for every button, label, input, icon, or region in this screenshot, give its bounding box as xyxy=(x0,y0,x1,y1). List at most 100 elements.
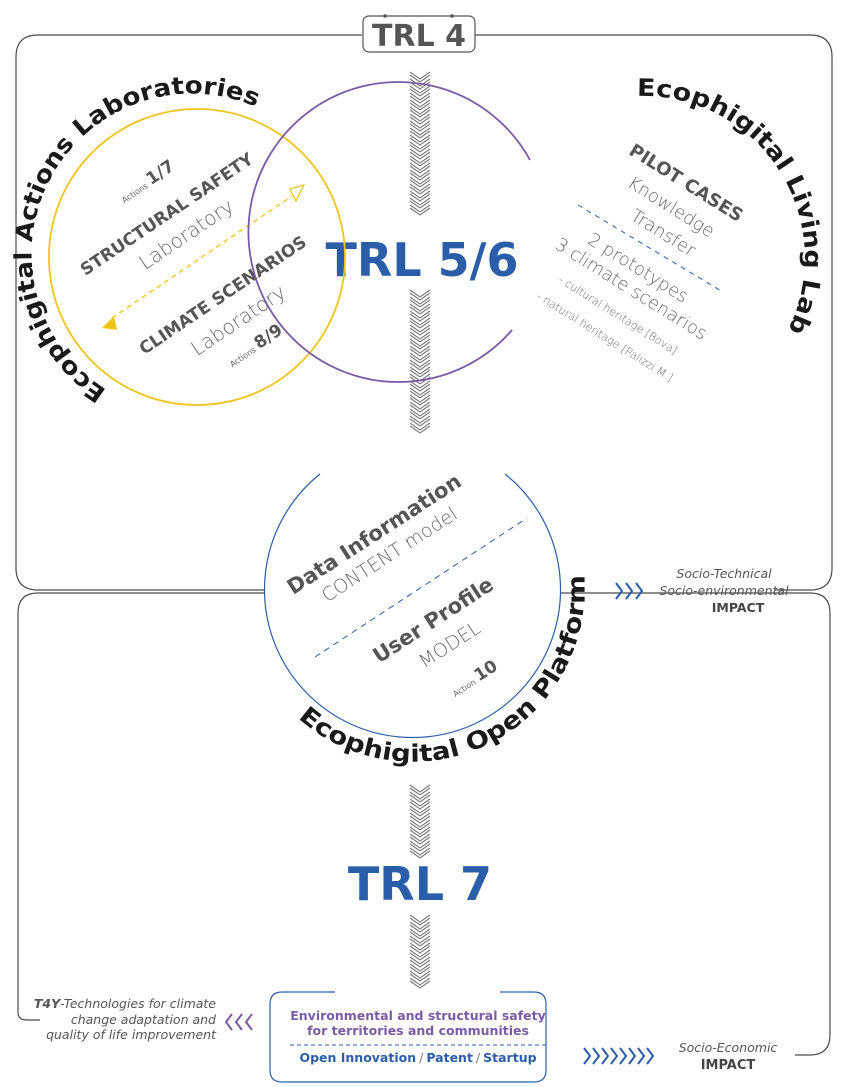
chevron-down-icon xyxy=(409,92,431,101)
chevron-down-icon xyxy=(409,127,431,136)
chevron-down-icon xyxy=(409,380,431,389)
chevron-down-icon xyxy=(409,415,431,424)
chevron-down-icon xyxy=(409,102,431,111)
chevron-down-icon xyxy=(409,791,431,800)
trl56-label: TRL 5/6 xyxy=(326,233,519,287)
chevron-down-icon xyxy=(409,113,431,122)
outcome-line1: Environmental and structural safety xyxy=(290,1008,546,1023)
impact-line2: Socio-environmental xyxy=(659,583,789,598)
chevron-down-icon xyxy=(409,418,431,427)
impact-economic-line1: Socio-Economic xyxy=(679,1040,778,1055)
chevron-down-icon xyxy=(409,942,431,951)
chevron-down-icon xyxy=(409,352,431,361)
chevron-down-icon xyxy=(409,71,431,80)
chevron-down-icon xyxy=(409,383,431,392)
chevron-down-icon xyxy=(409,963,431,972)
t4y-note: T4Y-Technologies for climate change adap… xyxy=(34,996,253,1042)
chevron-down-icon xyxy=(409,366,431,375)
chevron-down-icon xyxy=(409,313,431,322)
t4y-line3: quality of life improvement xyxy=(46,1027,217,1042)
blue-circle xyxy=(263,473,562,739)
chevron-down-icon xyxy=(409,822,431,831)
chevron-down-icon xyxy=(409,425,431,434)
chevron-down-icon xyxy=(409,183,431,192)
chevron-down-icon xyxy=(409,207,431,216)
chevron-down-icon xyxy=(409,341,431,350)
chevron-down-icon xyxy=(409,320,431,329)
chevron-down-icon xyxy=(409,141,431,150)
dashed-connector xyxy=(111,195,293,319)
blue-chevrons-right xyxy=(615,582,644,600)
chevron-right-icon xyxy=(610,1047,619,1065)
chevron-down-icon xyxy=(409,345,431,354)
chevron-down-icon xyxy=(409,805,431,814)
blue-chevrons-right xyxy=(583,1047,655,1065)
purple-chevrons-left xyxy=(224,1013,253,1031)
chevron-down-icon xyxy=(409,348,431,357)
chevron-down-icon xyxy=(409,808,431,817)
chevron-down-icon xyxy=(409,134,431,143)
chevron-down-icon xyxy=(409,408,431,417)
purple-circle xyxy=(247,81,531,383)
living-lab: Ecophigital Living Lab PILOT CASES Knowl… xyxy=(247,74,827,384)
chevron-down-icon xyxy=(409,959,431,968)
chevron-right-icon xyxy=(619,1047,628,1065)
chevron-right-icon xyxy=(625,582,634,600)
outcome-line2: for territories and communities xyxy=(307,1023,529,1038)
chevron-right-icon xyxy=(583,1047,592,1065)
chevron-down-icon xyxy=(409,296,431,305)
chevron-down-icon xyxy=(409,812,431,821)
chevron-down-icon xyxy=(409,787,431,796)
yellow-circle xyxy=(48,108,346,406)
chevron-down-icon xyxy=(409,401,431,410)
chevron-right-icon xyxy=(592,1047,601,1065)
chevron-down-icon xyxy=(409,165,431,174)
chevron-down-icon xyxy=(409,945,431,954)
exploitation-routes: Open Innovation/Patent/Startup xyxy=(299,1050,536,1065)
chevron-down-icon xyxy=(409,144,431,153)
chevron-down-icon xyxy=(409,95,431,104)
triangle-outline-icon xyxy=(289,183,306,203)
chevron-right-icon xyxy=(615,582,624,600)
chevron-down-icon xyxy=(409,74,431,83)
chevron-down-icon xyxy=(409,179,431,188)
chevron-down-icon xyxy=(409,299,431,308)
chevron-down-icon xyxy=(409,158,431,167)
chevron-down-icon xyxy=(409,359,431,368)
chevron-down-icon xyxy=(409,123,431,132)
chevron-down-icon xyxy=(409,169,431,178)
chevron-down-icon xyxy=(409,826,431,835)
chevron-down-icon xyxy=(409,151,431,160)
chevron-down-icon xyxy=(409,120,431,129)
socio-economic-impact: Socio-Economic IMPACT xyxy=(583,1040,778,1073)
chevron-down-icon xyxy=(409,116,431,125)
chevron-down-icon xyxy=(409,917,431,926)
chevron-down-icon xyxy=(409,78,431,87)
actions-laboratories: Ecophigital Actions Laboratories Actions… xyxy=(10,72,346,408)
chevron-down-icon xyxy=(409,369,431,378)
chevron-down-icon xyxy=(409,99,431,108)
chevron-down-icon xyxy=(409,338,431,347)
chevron-down-icon xyxy=(409,137,431,146)
chevron-down-icon xyxy=(409,836,431,845)
chevron-down-icon xyxy=(409,843,431,852)
chevron-down-icon xyxy=(409,829,431,838)
chevron-down-icon xyxy=(409,355,431,364)
upper-frame xyxy=(15,34,833,591)
chevron-down-icon xyxy=(409,162,431,171)
chevron-down-icon xyxy=(409,327,431,336)
chevron-down-icon xyxy=(409,798,431,807)
chevron-down-icon xyxy=(409,292,431,301)
chevron-left-icon xyxy=(234,1013,243,1031)
chevron-right-icon xyxy=(646,1047,655,1065)
chevron-down-icon xyxy=(409,977,431,986)
chevron-down-icon xyxy=(409,324,431,333)
open-platform: Ecophigital Open Platform Data Informati… xyxy=(263,469,591,768)
chevron-left-icon xyxy=(244,1013,253,1031)
chevron-down-icon xyxy=(409,397,431,406)
chevron-down-icon xyxy=(409,794,431,803)
chevron-down-icon xyxy=(409,88,431,97)
chevron-down-icon xyxy=(409,310,431,319)
chevron-down-icon xyxy=(409,387,431,396)
